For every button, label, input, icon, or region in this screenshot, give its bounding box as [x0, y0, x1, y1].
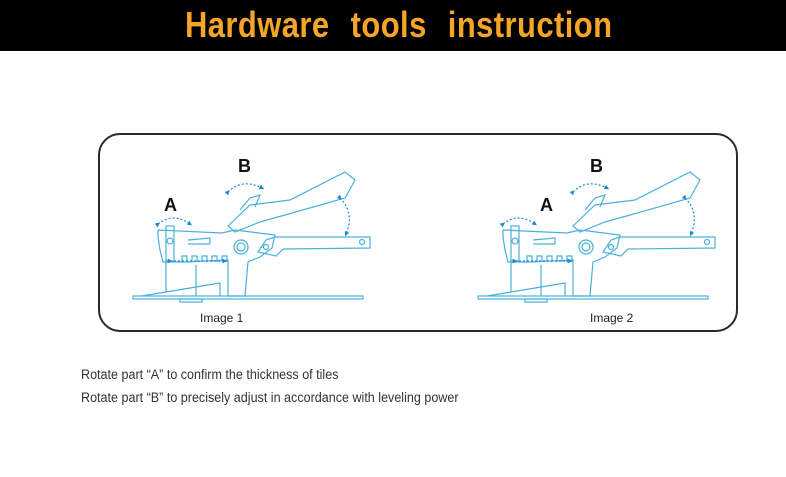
caption-image-1: Image 1: [200, 311, 244, 325]
diagram-panel: [98, 133, 738, 332]
label-a-image-1: A: [164, 195, 177, 215]
instruction-line-1: Rotate part “A” to confirm the thickness…: [81, 367, 339, 382]
caption-image-2: Image 2: [590, 311, 634, 325]
instruction-line-2: Rotate part “B” to precisely adjust in a…: [81, 390, 459, 405]
tool-drawing-image-1: [133, 172, 370, 302]
label-a-image-2: A: [540, 195, 553, 215]
label-b-image-2: B: [590, 156, 603, 176]
label-b-image-1: B: [238, 156, 251, 176]
header-banner: Hardware tools instruction: [0, 0, 786, 51]
tool-drawing-image-2: [478, 172, 715, 302]
